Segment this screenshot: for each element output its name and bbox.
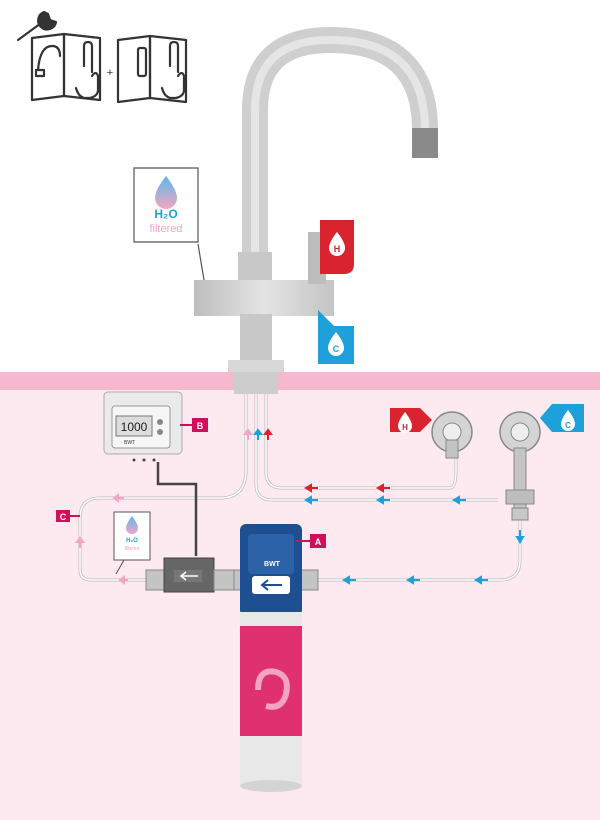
flow-arrows bbox=[75, 428, 525, 585]
water-filter: BWT bbox=[233, 524, 319, 792]
hot-valve-tag: H bbox=[390, 408, 432, 433]
filtered-label-small: filtered bbox=[124, 546, 139, 552]
countertop bbox=[0, 372, 600, 390]
faucet bbox=[194, 26, 438, 394]
marker-b: B bbox=[180, 418, 208, 432]
tap-hoses-inner bbox=[79, 394, 498, 581]
cold-water-icon bbox=[328, 332, 344, 356]
hot-angle-valve bbox=[431, 411, 473, 459]
cold-water-tag: C bbox=[318, 310, 354, 364]
meter-display-value: 1000 bbox=[121, 420, 148, 434]
marker-a: A bbox=[296, 534, 326, 548]
flow-arrow-icon bbox=[304, 483, 390, 493]
bwt-logo-icon bbox=[255, 668, 290, 710]
marker-a-label: A bbox=[315, 537, 322, 547]
manual-tools-icon bbox=[16, 10, 188, 104]
h2o-label: H₂O bbox=[154, 207, 177, 221]
filter-display-meter: 1000 BWT bbox=[103, 391, 198, 556]
filter-cartridge bbox=[240, 626, 302, 738]
filtered-label: filtered bbox=[149, 223, 182, 235]
cold-valve-label: C bbox=[565, 421, 571, 430]
hot-label: H bbox=[334, 244, 341, 254]
hot-water-icon bbox=[329, 232, 345, 256]
meter-brand: BWT bbox=[124, 440, 135, 446]
meter-cable bbox=[156, 462, 198, 556]
marker-c-label: C bbox=[60, 512, 67, 522]
hot-valve-label: H bbox=[402, 423, 408, 432]
filtered-water-callout: H₂O filtered bbox=[133, 167, 205, 281]
cold-valve-tag: C bbox=[540, 404, 584, 432]
marker-c: C bbox=[56, 510, 80, 522]
filtered-water-callout-small: H₂O filtered bbox=[113, 511, 151, 575]
cold-supply-line bbox=[318, 470, 522, 582]
faucet-body bbox=[194, 280, 334, 316]
cold-label: C bbox=[333, 344, 340, 354]
hot-water-tag: H bbox=[320, 220, 354, 274]
faucet-aerator bbox=[412, 128, 438, 158]
h2o-label-small: H₂O bbox=[126, 538, 138, 544]
water-drop-icon bbox=[155, 176, 177, 209]
filter-brand: BWT bbox=[264, 561, 281, 568]
cold-angle-valve bbox=[499, 411, 541, 521]
marker-b-label: B bbox=[197, 421, 204, 431]
plus-sign: + bbox=[107, 67, 113, 79]
